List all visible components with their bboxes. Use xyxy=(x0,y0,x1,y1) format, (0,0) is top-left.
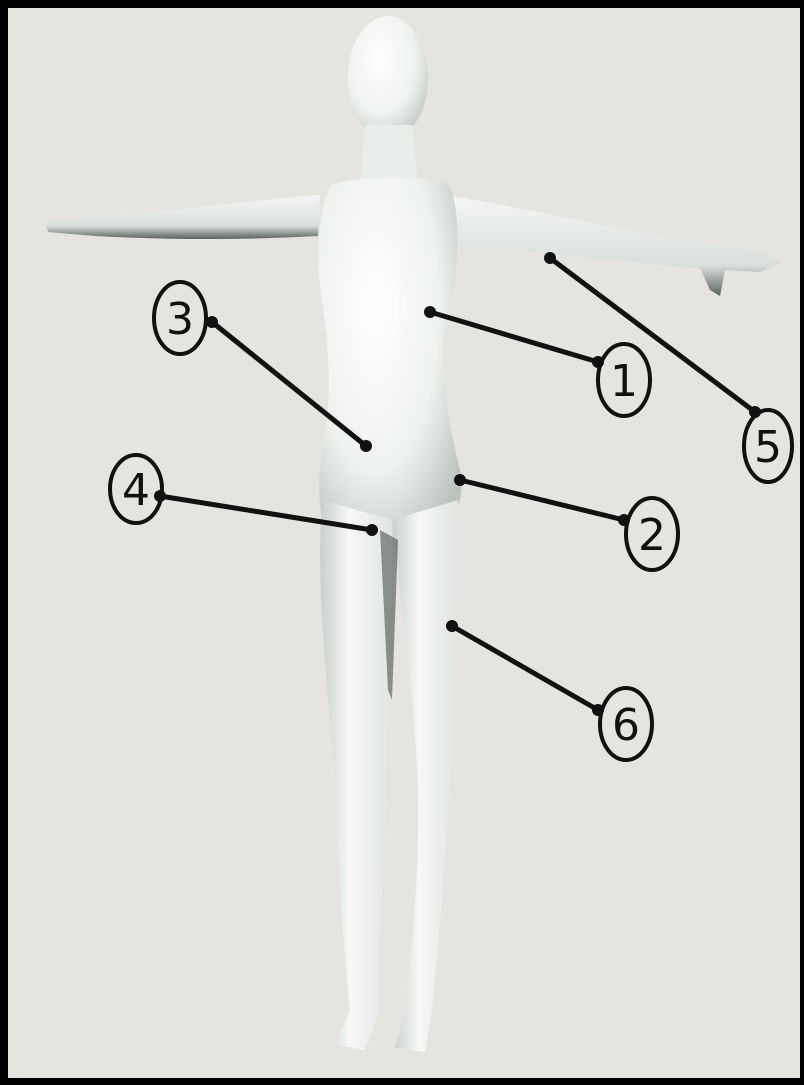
body-diagram: 1 2 3 4 5 6 xyxy=(8,8,800,1078)
point-2 xyxy=(454,474,466,486)
torso xyxy=(318,178,461,546)
callout-4: 4 xyxy=(110,455,162,523)
head xyxy=(348,16,428,140)
callout-6: 6 xyxy=(600,688,652,760)
callout-1-label: 1 xyxy=(610,356,638,407)
callout-6-label: 6 xyxy=(612,700,640,751)
leader-2 xyxy=(460,480,624,520)
callout-3-label: 3 xyxy=(166,294,194,345)
callout-4-label: 4 xyxy=(122,465,150,516)
point-4 xyxy=(366,524,378,536)
leader-5 xyxy=(550,258,755,412)
right-arm xyxy=(440,195,782,296)
point-6 xyxy=(446,620,458,632)
point-5 xyxy=(544,252,556,264)
diagram-canvas: 1 2 3 4 5 6 xyxy=(8,8,800,1078)
neck xyxy=(360,125,418,185)
point-1 xyxy=(424,306,436,318)
left-leg xyxy=(320,500,393,1050)
callout-2-label: 2 xyxy=(638,510,666,561)
right-leg xyxy=(392,500,460,1052)
body-figure xyxy=(45,16,782,1052)
point-3 xyxy=(360,440,372,452)
left-arm xyxy=(45,195,320,239)
callout-5: 5 xyxy=(744,410,792,482)
callout-5-label: 5 xyxy=(754,422,782,473)
callout-1: 1 xyxy=(598,344,650,416)
leader-1 xyxy=(430,312,598,362)
callout-3: 3 xyxy=(154,282,206,354)
leader-6 xyxy=(452,626,598,710)
callout-2: 2 xyxy=(626,498,678,570)
